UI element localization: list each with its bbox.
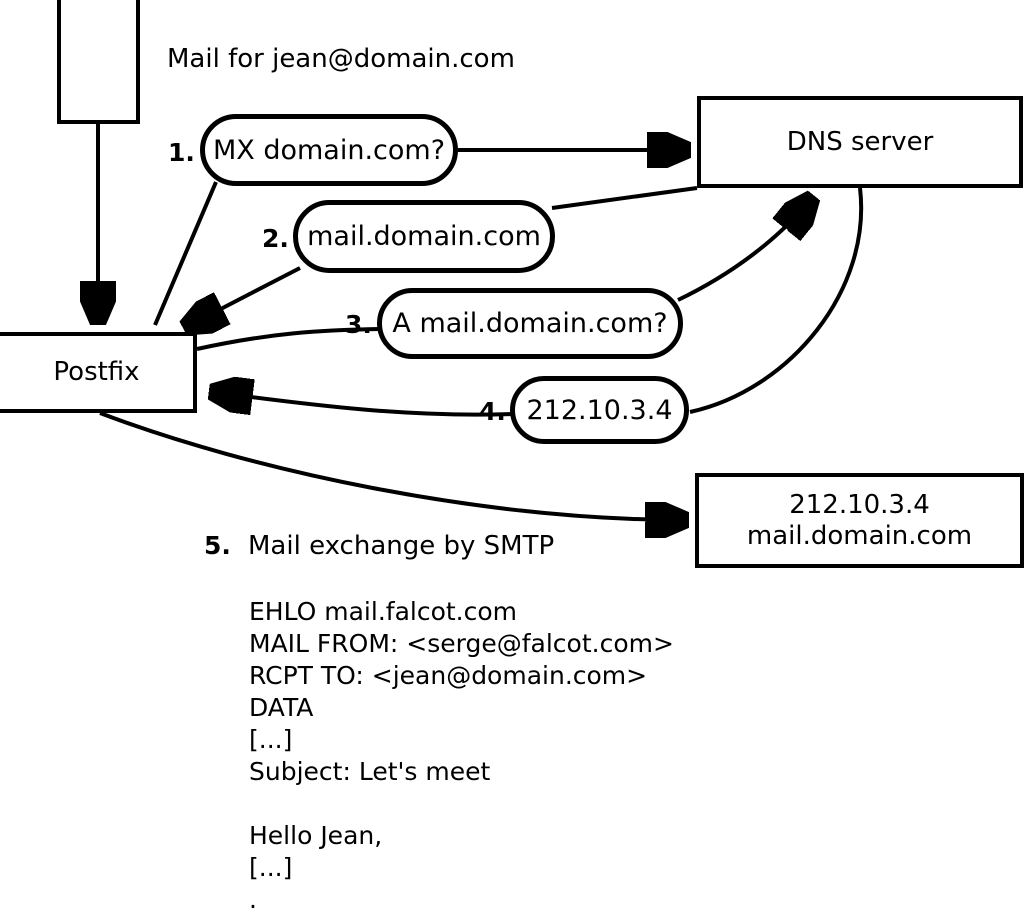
diagram-title-text: Mail for jean@domain.com	[167, 44, 515, 74]
step-number-3: 3.	[345, 310, 372, 339]
remote-mail-server-label: 212.10.3.4 mail.domain.com	[746, 489, 973, 551]
message-bubble-mx-answer-label: mail.domain.com	[307, 221, 541, 252]
wire-bubble2-to-postfix	[186, 266, 301, 327]
smtp-transcript-line: .	[249, 885, 257, 914]
wire-dns-to-bubble4	[689, 187, 864, 414]
postfix-box: Postfix	[0, 332, 197, 413]
message-bubble-a-answer-label: 212.10.3.4	[526, 394, 673, 426]
message-bubble-mx-query-label: MX domain.com?	[212, 134, 446, 166]
smtp-step-heading: Mail exchange by SMTP	[248, 531, 555, 561]
smtp-transcript-line	[249, 788, 674, 820]
smtp-transcript-line: [...]	[249, 725, 293, 754]
message-bubble-mx-answer: mail.domain.com	[293, 200, 555, 273]
dns-server-label: DNS server	[786, 126, 934, 157]
smtp-transcript-line: [...]	[249, 853, 293, 882]
smtp-transcript-line: Subject: Let's meet	[249, 757, 491, 786]
smtp-transcript-line: DATA	[249, 693, 314, 722]
step-number-4: 4.	[479, 397, 506, 426]
postfix-label: Postfix	[53, 357, 140, 388]
message-bubble-a-query: A mail.domain.com?	[377, 288, 683, 359]
step-number-2: 2.	[262, 224, 289, 253]
remote-mail-server-box: 212.10.3.4 mail.domain.com	[695, 473, 1024, 568]
wire-bubble3-to-dns	[677, 198, 812, 302]
smtp-transcript-line: RCPT TO: <jean@domain.com>	[249, 661, 648, 690]
step-number-1: 1.	[168, 138, 195, 167]
message-bubble-mx-query: MX domain.com?	[200, 114, 458, 186]
step-number-5: 5.	[204, 531, 231, 560]
wire-bubble4-to-postfix	[212, 392, 513, 417]
mail-user-agent-box	[57, 0, 140, 124]
wire-postfix-to-bubble1	[153, 181, 218, 326]
smtp-transcript-line: EHLO mail.falcot.com	[249, 597, 518, 626]
dns-server-box: DNS server	[697, 96, 1023, 188]
smtp-transcript-line: MAIL FROM: <serge@falcot.com>	[249, 629, 674, 658]
wire-dns-to-bubble2	[551, 186, 698, 210]
smtp-transcript-line: Hello Jean,	[249, 821, 383, 850]
message-bubble-a-query-label: A mail.domain.com?	[392, 308, 668, 339]
message-bubble-a-answer: 212.10.3.4	[510, 376, 689, 444]
